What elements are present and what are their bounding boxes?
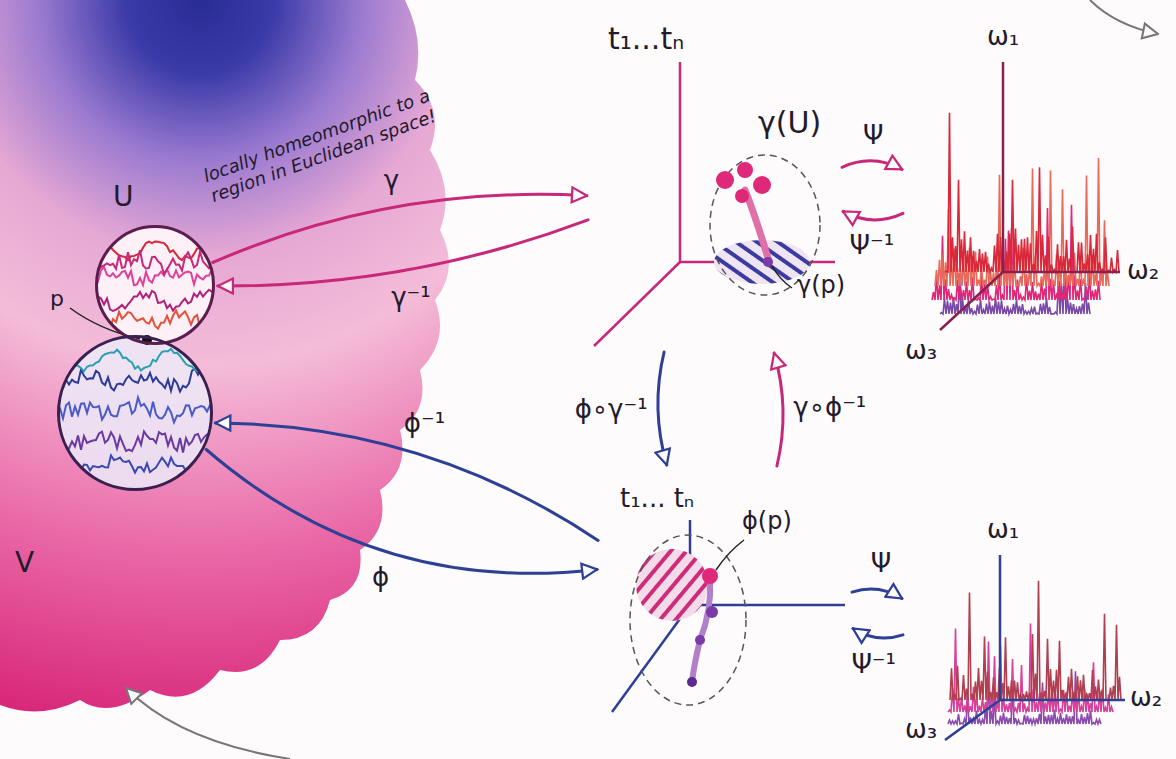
chart-domain-circle: V bbox=[57, 335, 213, 491]
spectrum-spikes bbox=[945, 113, 1119, 272]
continuation-arrow bbox=[126, 688, 290, 759]
point-cluster bbox=[687, 568, 718, 687]
circle-outline bbox=[95, 225, 215, 345]
signal-wave bbox=[95, 290, 215, 311]
node-text: t₁...tₙ bbox=[608, 22, 684, 57]
point-trail bbox=[745, 190, 768, 258]
point-trail bbox=[692, 578, 710, 682]
coordinate-chart: t₁...tₙ γ(U) bbox=[590, 20, 840, 350]
mapping-arrow bbox=[843, 211, 903, 220]
edge-label: γ∘ϕ⁻¹ bbox=[793, 393, 866, 423]
signal-wave bbox=[95, 267, 215, 285]
mapping-arrow bbox=[658, 352, 667, 465]
node-text: U bbox=[113, 181, 134, 213]
node-text: ω₃ bbox=[905, 336, 937, 366]
signal-wave bbox=[95, 250, 215, 274]
node-text: ω₃ bbox=[905, 715, 937, 745]
signal-wave bbox=[57, 367, 213, 392]
spectrum-spikes bbox=[950, 581, 1121, 700]
chart-axes bbox=[612, 520, 845, 712]
spectrum-axes bbox=[940, 62, 1120, 330]
edge-label: ϕ∘γ⁻¹ bbox=[575, 395, 648, 425]
spectrum-axes bbox=[945, 555, 1125, 740]
chart-v-fill bbox=[59, 337, 211, 489]
node-text: ω₁ bbox=[987, 22, 1019, 52]
node-text: ω₂ bbox=[1130, 683, 1162, 713]
dashed-region bbox=[630, 535, 746, 705]
edge-label: Ψ⁻¹ bbox=[850, 231, 895, 261]
mapping-arrow bbox=[774, 353, 783, 466]
mapping-arrow bbox=[852, 589, 902, 599]
circle-outline bbox=[57, 335, 213, 491]
edge-label: γ bbox=[384, 166, 399, 196]
circle-border bbox=[97, 227, 214, 344]
spectrum-plot: ω₁ ω₂ ω₃ bbox=[905, 20, 1170, 372]
mapping-arrow bbox=[215, 423, 598, 540]
point-label: p bbox=[50, 286, 64, 311]
node-text: γ(U) bbox=[758, 106, 821, 141]
handwritten-note: locally homeomorphic to a region in Eucl… bbox=[201, 65, 497, 206]
circle-border bbox=[59, 337, 212, 490]
mapping-arrow bbox=[213, 194, 587, 262]
node-text: V bbox=[15, 547, 34, 579]
continuation-arrow bbox=[1090, 0, 1158, 34]
node-text: ω₁ bbox=[987, 515, 1019, 545]
leader-line bbox=[716, 540, 744, 570]
point-image bbox=[763, 257, 773, 267]
node-text: t₁... tₙ bbox=[620, 484, 694, 514]
point-label: ϕ(p) bbox=[742, 508, 792, 536]
edge-label: Ψ bbox=[863, 121, 883, 151]
signal-wave bbox=[57, 398, 213, 423]
edge-label: ϕ⁻¹ bbox=[404, 409, 445, 439]
edge-label: γ⁻¹ bbox=[391, 283, 431, 313]
mapping-arrow bbox=[206, 450, 597, 574]
coordinate-chart: t₁... tₙ bbox=[600, 468, 850, 720]
point-cluster bbox=[716, 162, 771, 203]
point-label: γ(p) bbox=[797, 272, 845, 300]
edge-label: ϕ bbox=[372, 563, 389, 593]
mapping-arrow bbox=[853, 629, 903, 639]
edge-label: Ψ bbox=[871, 549, 891, 579]
chart-domain-circle: U bbox=[95, 225, 215, 345]
chart-axes bbox=[594, 62, 835, 346]
node-text: ω₂ bbox=[1127, 256, 1159, 286]
mapping-arrow bbox=[218, 220, 588, 286]
edge-label: Ψ⁻¹ bbox=[851, 650, 896, 680]
signal-wave bbox=[57, 432, 213, 453]
leader-line bbox=[772, 266, 792, 288]
mapping-arrow bbox=[842, 161, 902, 170]
spectrum-plot: ω₁ ω₂ ω₃ bbox=[905, 515, 1170, 753]
